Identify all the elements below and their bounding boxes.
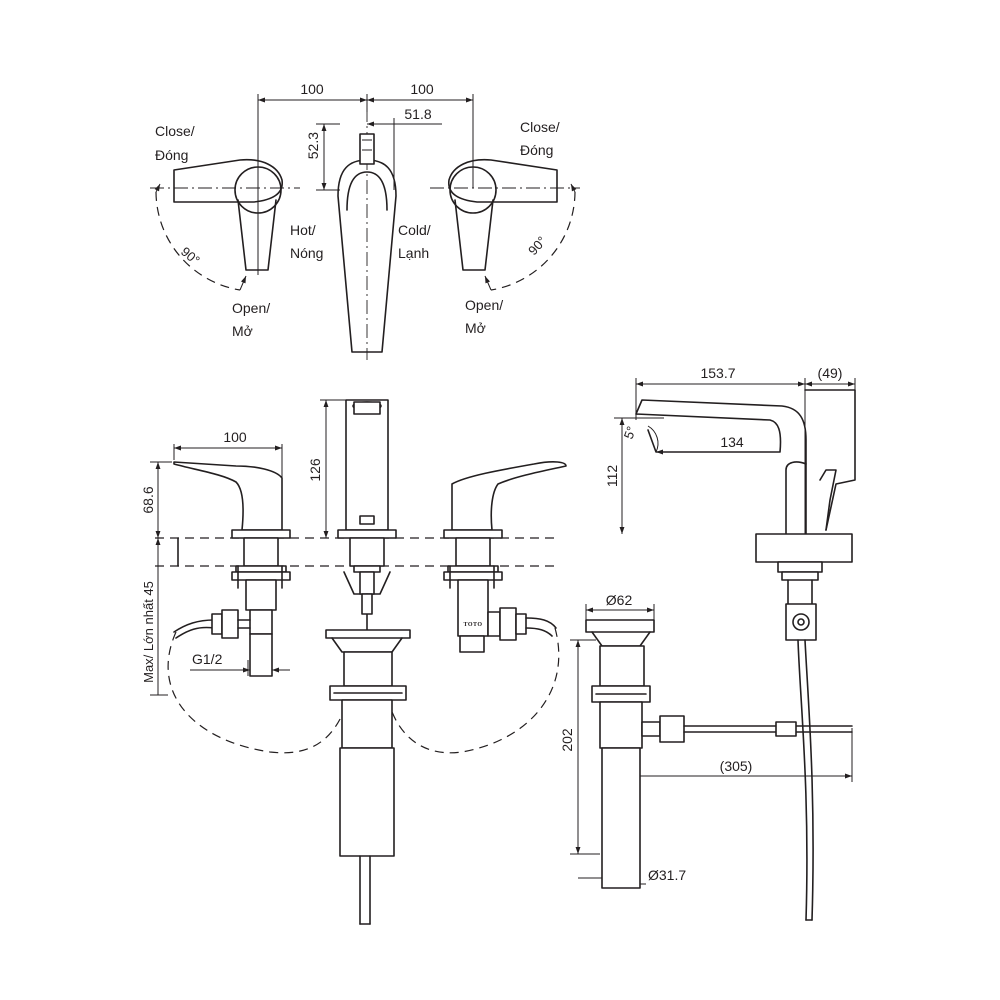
cold-label-vi: Lạnh bbox=[398, 245, 429, 261]
dim-handle-length: 100 bbox=[223, 429, 247, 445]
dim-drain-length: 202 bbox=[559, 728, 575, 752]
dim-handle-height: 68.6 bbox=[140, 486, 156, 513]
right-handle-front bbox=[443, 461, 567, 653]
top-view: 100 100 51.8 52.3 Close/ Đóng bbox=[150, 81, 580, 360]
front-view: 100 68.6 Max/ Lớn nhất 45 126 bbox=[140, 399, 567, 925]
side-view: 153.7 (49) 112 134 5° bbox=[604, 365, 856, 921]
dim-spout-height: 126 bbox=[307, 458, 323, 482]
dim-spout-depth: 52.3 bbox=[305, 132, 321, 159]
spout-front bbox=[337, 399, 397, 631]
dim-drain-top: Ø62 bbox=[606, 592, 633, 608]
cold-label-en: Cold/ bbox=[398, 222, 431, 238]
drain-side-view: Ø62 202 (305) Ø31.7 bbox=[559, 592, 853, 889]
left-handle-front bbox=[173, 461, 291, 677]
left-open-en: Open/ bbox=[232, 300, 270, 316]
left-close-en: Close/ bbox=[155, 123, 195, 139]
dim-drain-tail: Ø31.7 bbox=[648, 867, 686, 883]
dim-angle: 5° bbox=[621, 424, 639, 441]
dim-side-height: 112 bbox=[604, 465, 620, 488]
spout-aerator bbox=[359, 133, 375, 165]
right-close-en: Close/ bbox=[520, 119, 560, 135]
right-close-vi: Đóng bbox=[520, 142, 553, 158]
right-angle: 90° bbox=[525, 233, 549, 258]
hot-label-en: Hot/ bbox=[290, 222, 316, 238]
dim-spout-length: 134 bbox=[720, 434, 744, 450]
left-handle-plan bbox=[154, 158, 283, 291]
drain-front bbox=[325, 629, 411, 925]
hot-label-vi: Nóng bbox=[290, 245, 323, 261]
left-close-vi: Đóng bbox=[155, 147, 188, 163]
right-open-vi: Mở bbox=[465, 320, 486, 336]
brand-logo: TOTO bbox=[463, 622, 482, 628]
right-handle-plan bbox=[448, 158, 577, 291]
dim-rod-length: (305) bbox=[720, 758, 753, 774]
left-open-vi: Mở bbox=[232, 323, 253, 339]
spout-side bbox=[635, 399, 807, 535]
dim-max-thickness: Max/ Lớn nhất 45 bbox=[141, 581, 156, 683]
thread-size: G1/2 bbox=[192, 651, 223, 667]
dim-left-width: 100 bbox=[300, 81, 324, 97]
right-open-en: Open/ bbox=[465, 297, 503, 313]
dim-spout-offset: 51.8 bbox=[404, 106, 431, 122]
left-angle: 90° bbox=[178, 244, 203, 268]
dim-offset: (49) bbox=[818, 365, 843, 381]
dim-reach: 153.7 bbox=[700, 365, 735, 381]
dim-right-width: 100 bbox=[410, 81, 434, 97]
